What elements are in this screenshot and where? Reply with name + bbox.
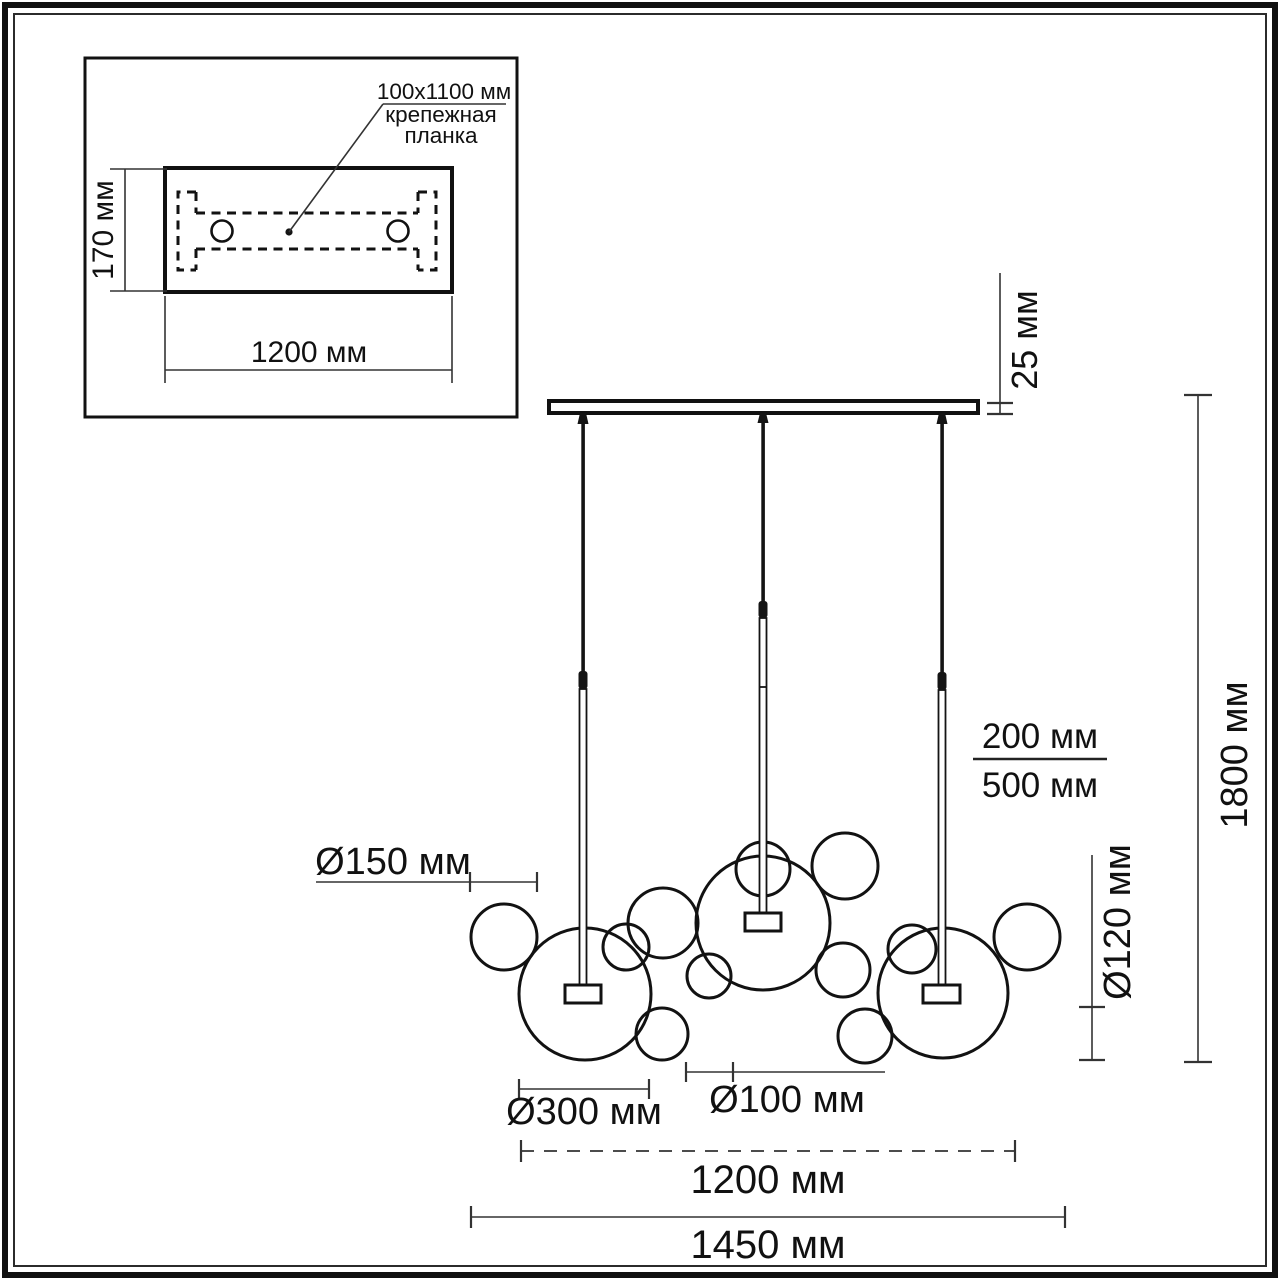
main-view: 25 мм 1800 мм (315, 273, 1256, 1267)
bubble-circle (810, 831, 880, 901)
bubble-circle (626, 886, 700, 960)
led-holder-middle (743, 911, 783, 933)
rod-length-bottom-label: 500 мм (982, 766, 1098, 805)
suspension-rod-middle (743, 413, 783, 933)
mounting-bracket-dashed (176, 190, 438, 272)
overall-width-label: 1450 мм (690, 1223, 845, 1267)
overall-height-label: 1800 мм (1214, 681, 1256, 828)
overall-width-dimension (469, 1206, 1067, 1228)
suspension-rod-right (921, 413, 962, 1005)
rod-cable (581, 413, 585, 672)
d150-label: Ø150 мм (315, 841, 471, 883)
canopy-thickness-dimension (987, 273, 1013, 416)
rod-connector (758, 601, 768, 618)
bubble-circle (814, 941, 872, 999)
overall-height-dimension (1184, 393, 1212, 1064)
bubble-circle (685, 952, 733, 1000)
canopy-width-dimension (519, 1140, 1017, 1162)
bubble-circle (469, 902, 539, 972)
screw-hole-left (210, 219, 234, 243)
d120-label: Ø120 мм (1097, 844, 1139, 1000)
plate-width-dimension (164, 296, 453, 383)
mounting-plate-inset: 100x1100 мм крепежная планка 170 мм 1200… (83, 56, 519, 419)
rod-connector (578, 671, 588, 689)
led-holder-right (921, 983, 962, 1005)
bracket-leader (285, 103, 506, 236)
canopy-plate-top-view (163, 166, 454, 294)
rod-cable (761, 413, 765, 602)
d120-dimension (1079, 855, 1105, 1062)
d100-dimension (684, 1062, 885, 1082)
bubble-circle (836, 1007, 894, 1065)
led-holder-left (563, 983, 603, 1005)
rod-length-top-label: 200 мм (982, 717, 1098, 756)
bubble-circle (634, 1006, 690, 1062)
ceiling-bar (547, 399, 980, 415)
bubble-circle (992, 902, 1062, 972)
bracket-size-label: 100x1100 мм (377, 79, 511, 104)
rod-tube (578, 688, 588, 986)
rod-tube (758, 617, 768, 914)
canopy-thickness-label: 25 мм (1004, 290, 1045, 390)
inner-frame (13, 13, 1267, 1267)
bracket-name-line1: крепежная (385, 102, 497, 127)
rod-cable (940, 413, 944, 673)
plate-height-dimension (110, 168, 167, 292)
d300-label: Ø300 мм (506, 1091, 662, 1133)
canopy-width-label: 1200 мм (690, 1158, 845, 1202)
bubble-circle (601, 922, 651, 972)
d300-dimension (517, 1079, 651, 1099)
rod-tube (937, 689, 947, 986)
rod-connector (937, 672, 947, 690)
bubble-cluster (469, 831, 1062, 1065)
bubble-circle (886, 923, 938, 975)
d150-dimension (316, 872, 539, 892)
screw-hole-right (386, 219, 410, 243)
d100-label: Ø100 мм (709, 1079, 865, 1121)
bracket-name-line2: планка (404, 123, 478, 148)
plate-height-label: 170 мм (87, 180, 120, 280)
plate-width-label: 1200 мм (251, 336, 367, 369)
suspension-rod-left (563, 413, 603, 1005)
